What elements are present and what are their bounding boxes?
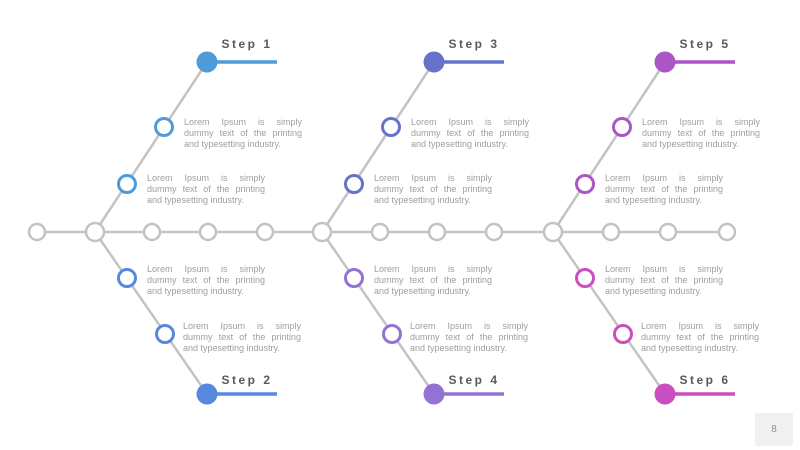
step4-dot	[423, 383, 445, 405]
step3-title: Step 3	[448, 37, 500, 51]
spine-node	[27, 222, 47, 242]
body-text-block: Lorem Ipsum is simply dummy text of the …	[605, 264, 723, 296]
step4-title: Step 4	[448, 373, 500, 387]
branch-node	[344, 268, 364, 288]
spine-junction-2	[311, 221, 333, 243]
body-text-block: Lorem Ipsum is simply dummy text of the …	[642, 117, 760, 149]
step6-dot	[654, 383, 676, 405]
spine-node	[370, 222, 390, 242]
branch-node	[382, 324, 402, 344]
section1-top-diagonal	[93, 61, 209, 233]
body-text-block: Lorem Ipsum is simply dummy text of the …	[183, 321, 301, 353]
branch-node	[154, 117, 174, 137]
spine-node	[658, 222, 678, 242]
branch-node	[613, 324, 633, 344]
section2-top-diagonal	[320, 61, 436, 233]
page-number: 8	[771, 424, 777, 435]
step3-dot	[423, 51, 445, 73]
page-number-badge: 8	[755, 413, 793, 446]
spine-node	[601, 222, 621, 242]
step5-dot	[654, 51, 676, 73]
spine-nodes	[27, 221, 737, 243]
branch-node	[117, 268, 137, 288]
branch-node	[344, 174, 364, 194]
step1-title: Step 1	[221, 37, 273, 51]
spine-node	[427, 222, 447, 242]
step5-title: Step 5	[679, 37, 731, 51]
branch-node	[575, 174, 595, 194]
step1-dot	[196, 51, 218, 73]
step2-title: Step 2	[221, 373, 273, 387]
spine-junction-3	[542, 221, 564, 243]
body-text-block: Lorem Ipsum is simply dummy text of the …	[605, 173, 723, 205]
section3-top-diagonal	[551, 61, 667, 233]
spine-node	[198, 222, 218, 242]
section2-bottom-diagonal	[320, 231, 436, 395]
body-text-block: Lorem Ipsum is simply dummy text of the …	[374, 264, 492, 296]
spine-node	[484, 222, 504, 242]
spine-node	[717, 222, 737, 242]
spine-node	[142, 222, 162, 242]
body-text-block: Lorem Ipsum is simply dummy text of the …	[411, 117, 529, 149]
body-text-block: Lorem Ipsum is simply dummy text of the …	[147, 264, 265, 296]
body-text-block: Lorem Ipsum is simply dummy text of the …	[410, 321, 528, 353]
spine-junction-1	[84, 221, 106, 243]
body-text-block: Lorem Ipsum is simply dummy text of the …	[184, 117, 302, 149]
branch-node	[575, 268, 595, 288]
step6-title: Step 6	[679, 373, 731, 387]
branch-node	[381, 117, 401, 137]
body-text-block: Lorem Ipsum is simply dummy text of the …	[374, 173, 492, 205]
body-text-block: Lorem Ipsum is simply dummy text of the …	[641, 321, 759, 353]
section1-bottom-diagonal	[93, 231, 209, 395]
spine-node	[255, 222, 275, 242]
branch-node	[155, 324, 175, 344]
branch-node	[612, 117, 632, 137]
section3-bottom-diagonal	[551, 231, 667, 395]
branch-node	[117, 174, 137, 194]
body-text-block: Lorem Ipsum is simply dummy text of the …	[147, 173, 265, 205]
step2-dot	[196, 383, 218, 405]
branch-nodes	[117, 51, 676, 405]
